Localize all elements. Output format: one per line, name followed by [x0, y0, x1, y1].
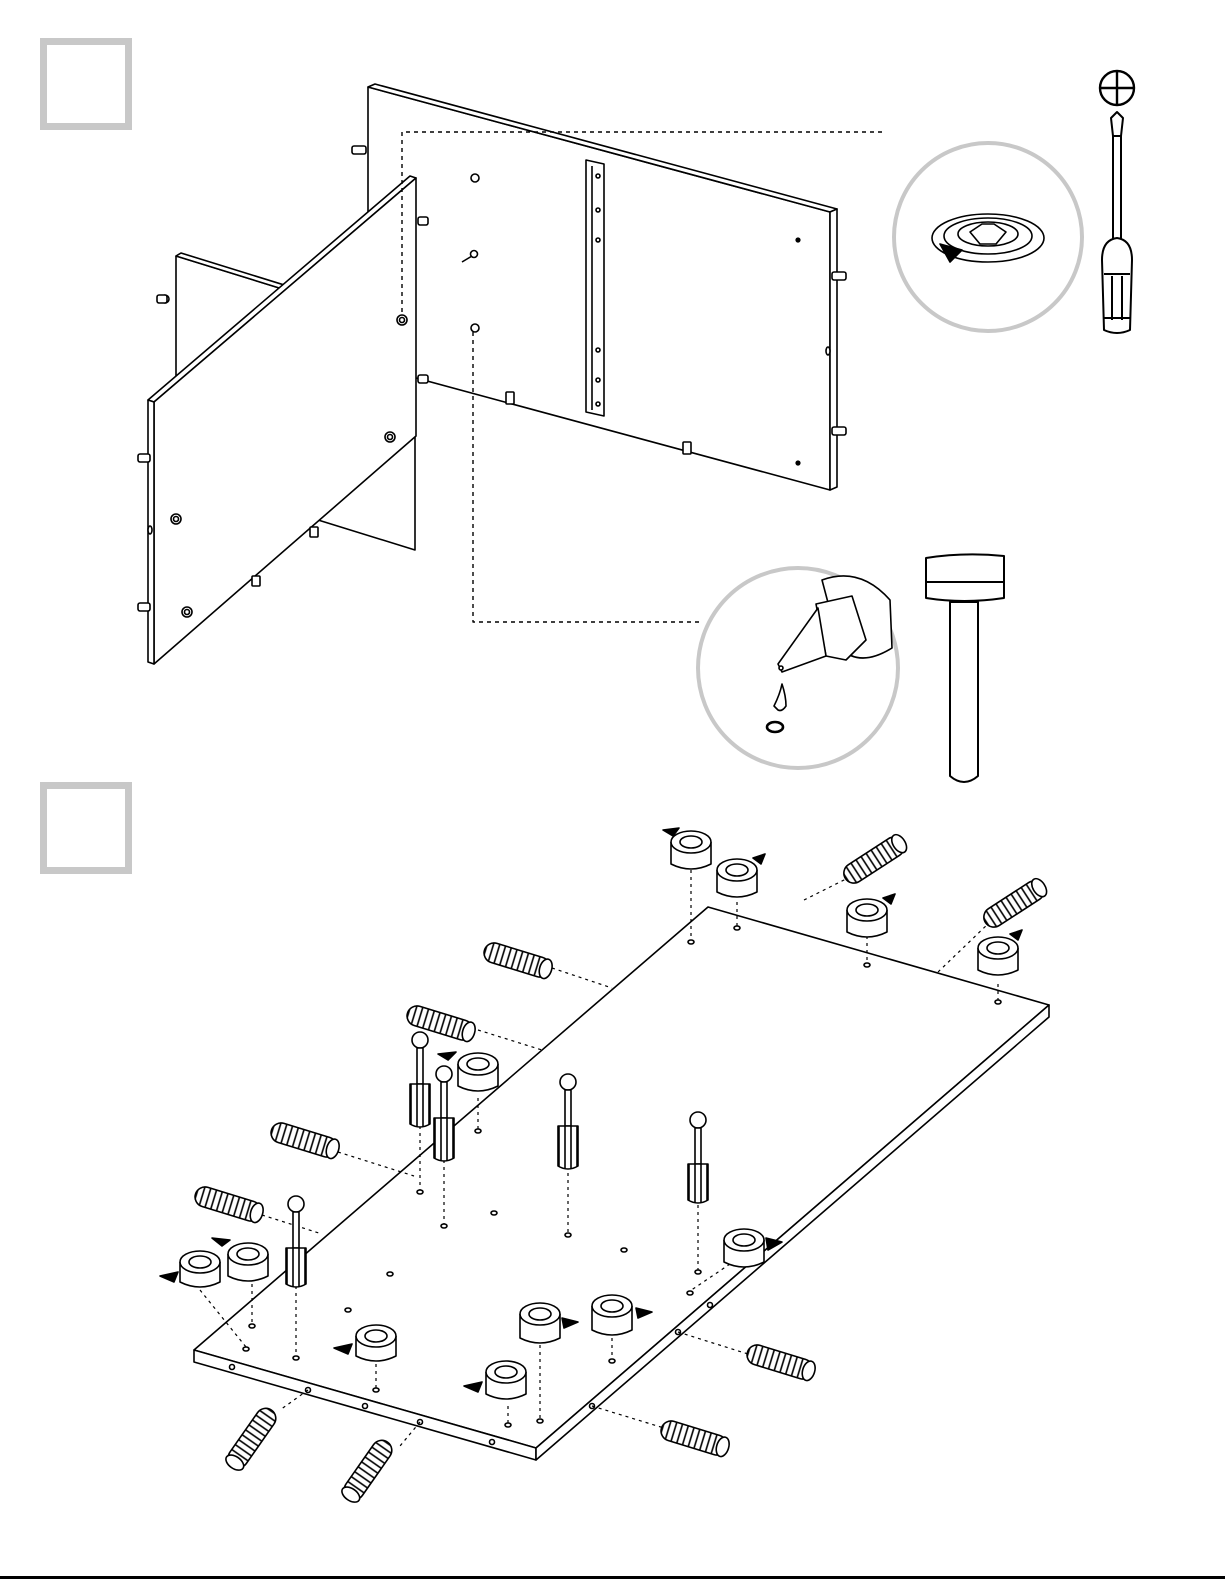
wooden-dowel [339, 1436, 396, 1505]
cam-lock [160, 1251, 220, 1287]
wooden-dowel [223, 1404, 280, 1473]
drawer-runner [586, 160, 604, 416]
cam-lock-detail-icon [932, 214, 1044, 262]
cam-bolt [434, 1066, 454, 1161]
cam-lock [978, 930, 1022, 975]
cam-lock-detail-callout [894, 143, 1082, 331]
wooden-dowel [840, 832, 910, 887]
cam-bolt [286, 1196, 306, 1287]
cam-lock [847, 894, 895, 937]
phillips-head-symbol-icon [1100, 71, 1134, 105]
wooden-dowel [482, 940, 555, 980]
step-2-illustration [160, 828, 1050, 1505]
mallet-icon [926, 554, 1004, 782]
glue-detail-callout [698, 568, 898, 768]
wooden-dowel [193, 1184, 266, 1224]
footer-rule [0, 1576, 1225, 1579]
cam-bolt [410, 1032, 430, 1127]
wooden-dowel [980, 876, 1050, 931]
bottom-panel [194, 907, 1049, 1460]
cam-lock [663, 828, 711, 869]
wooden-dowel [745, 1342, 818, 1382]
large-center-panel [352, 84, 846, 490]
screwdriver-icon [1102, 112, 1132, 333]
front-side-panel [138, 176, 428, 664]
step-1-illustration [138, 71, 1134, 782]
wooden-dowel [269, 1120, 342, 1160]
wooden-dowel [659, 1418, 732, 1458]
cam-lock [717, 854, 765, 897]
